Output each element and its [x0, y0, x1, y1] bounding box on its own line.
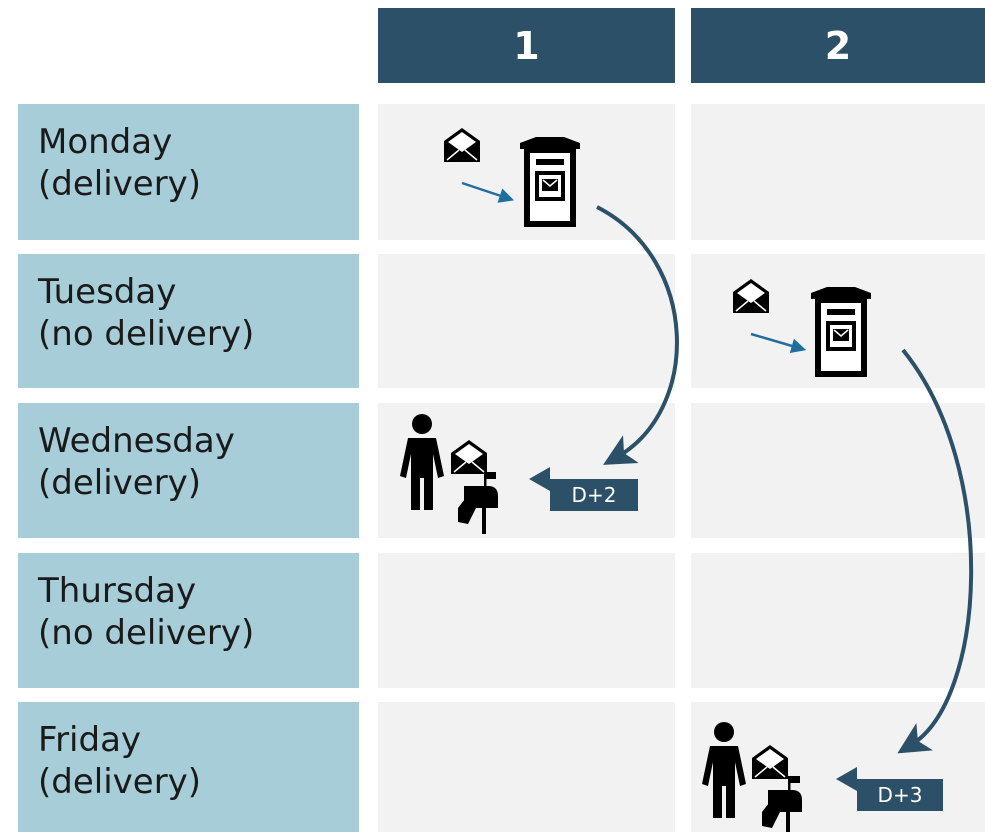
small-arrow — [750, 332, 807, 354]
cell-monday-2 — [691, 104, 985, 240]
envelope-icon — [443, 127, 481, 163]
post-box-icon — [810, 286, 872, 378]
person-icon — [400, 414, 444, 510]
cell-tuesday-1 — [378, 254, 675, 388]
column-header-1-label: 1 — [513, 23, 540, 68]
column-header-2: 2 — [691, 8, 985, 83]
curved-arrow-1 — [596, 205, 679, 465]
day-thursday: Thursday (no delivery) — [18, 553, 359, 688]
badge-d-plus-2: D+2 — [550, 479, 638, 511]
day-wednesday-status: (delivery) — [38, 463, 202, 503]
day-monday: Monday (delivery) — [18, 104, 359, 240]
day-thursday-status: (no delivery) — [38, 613, 255, 653]
post-box-icon — [519, 136, 581, 228]
column-header-1: 1 — [378, 8, 675, 83]
day-tuesday-name: Tuesday — [38, 272, 177, 312]
cell-wednesday-2 — [691, 403, 985, 538]
small-arrow — [461, 181, 515, 203]
mailbox-icon — [458, 472, 498, 534]
badge-pointer — [529, 467, 550, 491]
column-header-2-label: 2 — [824, 23, 852, 68]
day-friday-status: (delivery) — [38, 762, 202, 802]
day-wednesday: Wednesday (delivery) — [18, 403, 359, 538]
envelope-icon — [732, 278, 770, 314]
cell-friday-1 — [378, 702, 675, 832]
envelope-icon — [751, 744, 789, 780]
person-icon — [702, 722, 746, 818]
cell-thursday-2 — [691, 553, 985, 688]
curved-arrow-2 — [897, 348, 974, 754]
day-tuesday-status: (no delivery) — [38, 314, 255, 354]
mailbox-icon — [762, 776, 802, 832]
badge-pointer — [836, 767, 857, 791]
day-thursday-name: Thursday — [38, 571, 197, 611]
envelope-icon — [450, 439, 488, 475]
day-friday-name: Friday — [38, 720, 142, 760]
badge-d-plus-3: D+3 — [857, 779, 943, 811]
day-monday-status: (delivery) — [38, 164, 202, 204]
day-tuesday: Tuesday (no delivery) — [18, 254, 359, 388]
day-friday: Friday (delivery) — [18, 702, 359, 832]
day-monday-name: Monday — [38, 122, 173, 162]
cell-thursday-1 — [378, 553, 675, 688]
day-wednesday-name: Wednesday — [38, 421, 235, 461]
